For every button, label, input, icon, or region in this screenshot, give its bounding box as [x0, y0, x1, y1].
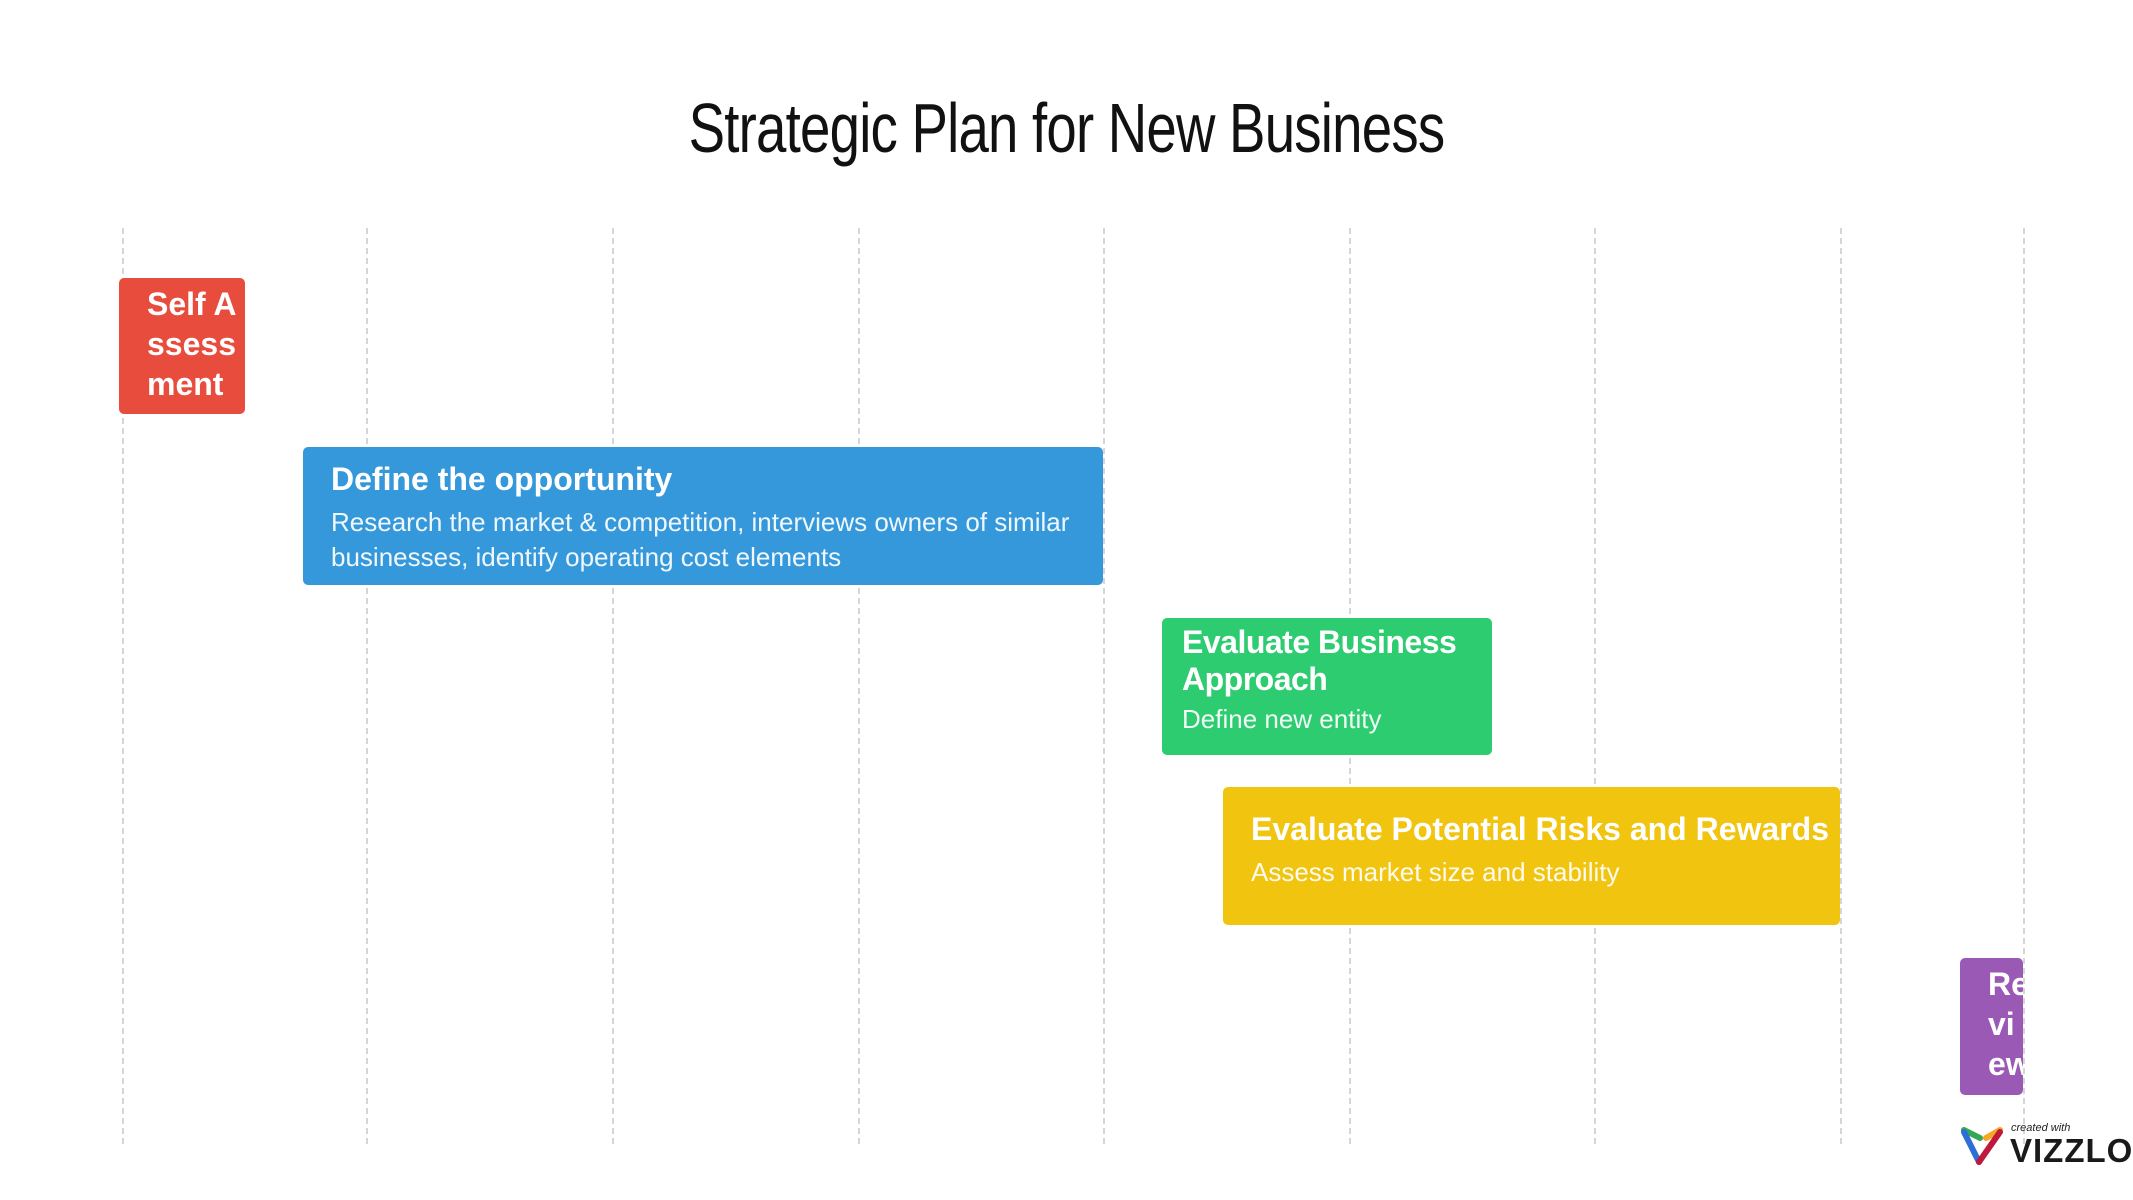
gridline — [1594, 228, 1596, 1144]
page-title: Strategic Plan for New Business — [688, 89, 1446, 167]
gridline — [2023, 228, 2025, 1144]
task-description: Assess market size and stability — [1251, 857, 1620, 887]
vizzlo-logo: created with VIZZLO — [1960, 1122, 2133, 1172]
gridline — [858, 228, 860, 1144]
task-evaluate-business-approach: Evaluate Business Approach Define new en… — [1162, 618, 1492, 755]
task-self-assessment: Self Assessment — [119, 278, 245, 414]
task-title: Evaluate Business Approach — [1182, 624, 1457, 697]
task-description: Research the market & competition, inter… — [331, 507, 1070, 572]
gridline — [1840, 228, 1842, 1144]
gridline — [1103, 228, 1105, 1144]
task-description: Define new entity — [1182, 704, 1382, 734]
logo-brand: VIZZLO — [2010, 1132, 2133, 1169]
task-title: Review — [1988, 966, 2023, 1082]
gridline — [366, 228, 368, 1144]
task-define-opportunity: Define the opportunity Research the mark… — [303, 447, 1103, 585]
task-title: Evaluate Potential Risks and Rewards — [1251, 811, 1829, 847]
task-evaluate-risks-rewards: Evaluate Potential Risks and Rewards Ass… — [1223, 787, 1840, 925]
task-review: Review — [1960, 958, 2023, 1095]
logo-caption: created with — [2011, 1122, 2071, 1134]
vizzlo-mark-icon — [1961, 1127, 2003, 1165]
gridline — [612, 228, 614, 1144]
task-title: Define the opportunity — [331, 461, 673, 497]
task-title: Self Assessment — [147, 286, 237, 402]
gridline — [122, 228, 124, 1144]
